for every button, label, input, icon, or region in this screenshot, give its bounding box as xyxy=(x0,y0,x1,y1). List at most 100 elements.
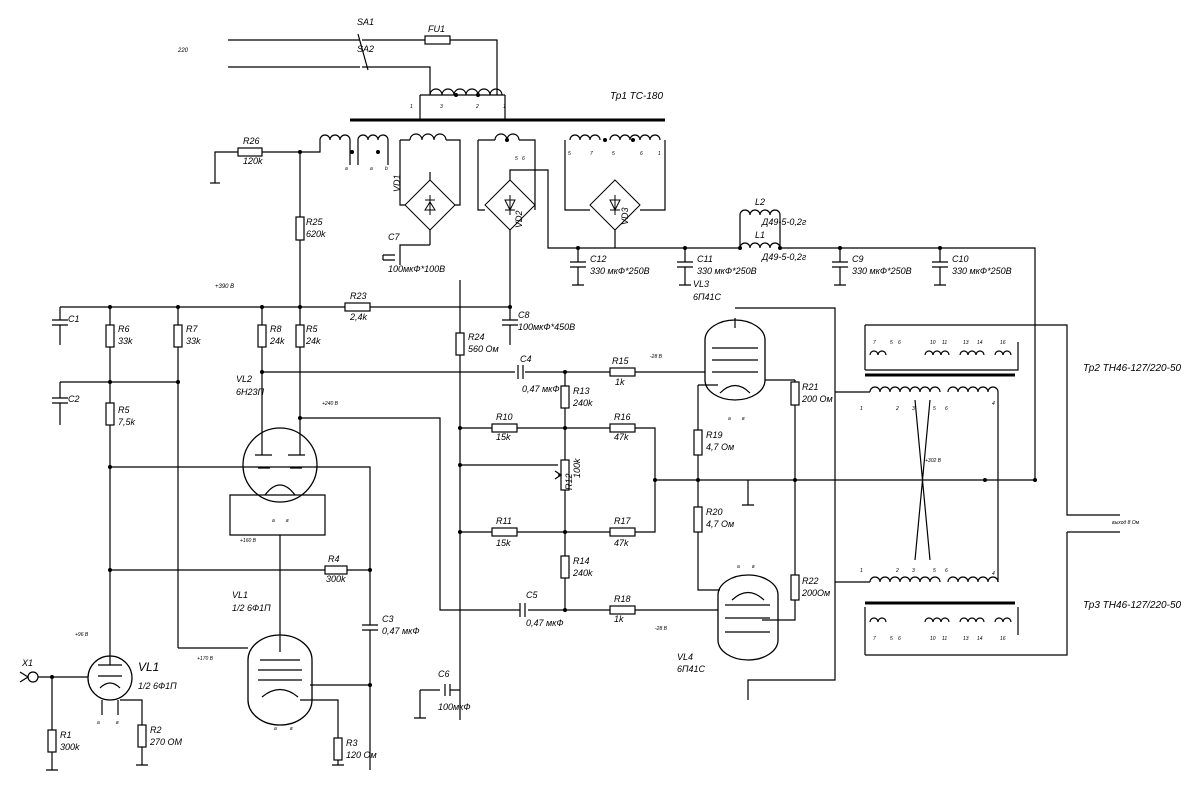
svg-text:330 мкФ*250В: 330 мкФ*250В xyxy=(852,266,912,276)
svg-text:1k: 1k xyxy=(615,377,625,387)
svg-text:100мкФ*100В: 100мкФ*100В xyxy=(388,264,445,274)
svg-text:в: в xyxy=(116,720,119,726)
resistor-r24 xyxy=(455,332,465,356)
svg-text:15k: 15k xyxy=(496,432,511,442)
svg-text:3: 3 xyxy=(912,568,915,574)
svg-text:1/2 6Ф1П: 1/2 6Ф1П xyxy=(138,681,177,691)
svg-text:R7: R7 xyxy=(186,324,198,334)
mains-section: 220 SA1 SA2 FU1 1 3 2 1 Тр1 ТС-180 xyxy=(177,17,665,122)
svg-text:+390 В: +390 В xyxy=(215,284,234,290)
svg-text:-28 В: -28 В xyxy=(655,626,668,632)
svg-text:+302 В: +302 В xyxy=(925,458,942,464)
svg-text:5: 5 xyxy=(933,406,936,412)
svg-text:R24: R24 xyxy=(468,332,485,342)
tr2-label: Тр2 ТН46-127/220-50 xyxy=(1083,363,1182,374)
svg-text:6: 6 xyxy=(945,568,948,574)
resistor-r26 xyxy=(237,147,263,157)
svg-text:6Н23П: 6Н23П xyxy=(236,387,265,397)
svg-text:VL1: VL1 xyxy=(232,590,248,600)
resistor-r2 xyxy=(137,724,147,748)
svg-text:15k: 15k xyxy=(496,538,511,548)
resistor-r8 xyxy=(257,324,267,348)
svg-text:C10: C10 xyxy=(952,254,969,264)
svg-text:R5: R5 xyxy=(118,405,130,415)
svg-text:VL1: VL1 xyxy=(138,660,159,674)
svg-text:R11: R11 xyxy=(496,516,512,526)
svg-text:VD2: VD2 xyxy=(514,210,524,228)
svg-text:13: 13 xyxy=(963,636,969,642)
svg-text:100мкФ: 100мкФ xyxy=(438,702,471,712)
svg-text:R25: R25 xyxy=(306,217,324,227)
sa1-label: SA1 xyxy=(357,17,374,27)
svg-text:R22: R22 xyxy=(802,576,819,586)
resistor-r5a xyxy=(105,402,115,426)
svg-text:10: 10 xyxy=(930,636,936,642)
svg-text:24k: 24k xyxy=(305,336,321,346)
output-label: выход 8 Ом xyxy=(1112,520,1140,526)
svg-text:300k: 300k xyxy=(60,742,80,752)
svg-text:1k: 1k xyxy=(614,614,624,624)
svg-text:5: 5 xyxy=(568,151,571,157)
svg-text:R3: R3 xyxy=(346,738,358,748)
resistor-r1 xyxy=(47,729,57,753)
svg-text:R4: R4 xyxy=(328,554,340,564)
svg-text:47k: 47k xyxy=(614,432,629,442)
svg-text:VL3: VL3 xyxy=(693,279,709,289)
svg-text:C6: C6 xyxy=(438,669,450,679)
svg-text:4,7 Ом: 4,7 Ом xyxy=(706,519,734,529)
resistor-r19 xyxy=(693,429,703,456)
input-stage: C1 C2 R6 33k R5 7,5k R7 33k +96 В +170 В… xyxy=(19,307,214,771)
sa2-label: SA2 xyxy=(357,44,374,54)
svg-text:2: 2 xyxy=(895,406,899,412)
svg-text:200Ом: 200Ом xyxy=(801,588,830,598)
svg-text:33k: 33k xyxy=(118,336,133,346)
resistor-r15 xyxy=(609,367,636,377)
svg-text:R14: R14 xyxy=(573,556,590,566)
resistor-r6 xyxy=(105,324,115,348)
resistor-r25 xyxy=(295,216,305,241)
svg-text:C1: C1 xyxy=(68,314,80,324)
svg-text:6: 6 xyxy=(898,636,901,642)
tube-vl4 xyxy=(717,574,779,661)
svg-text:24k: 24k xyxy=(269,336,285,346)
resistor-r13 xyxy=(560,385,570,409)
svg-text:620k: 620k xyxy=(306,229,326,239)
svg-text:R16: R16 xyxy=(614,412,631,422)
svg-text:200 Ом: 200 Ом xyxy=(801,394,833,404)
svg-text:C8: C8 xyxy=(518,310,530,320)
svg-text:2: 2 xyxy=(475,104,479,110)
svg-text:33k: 33k xyxy=(186,336,201,346)
svg-text:11: 11 xyxy=(942,636,947,642)
fuse-fu1 xyxy=(424,35,451,45)
svg-text:3: 3 xyxy=(440,104,443,110)
resistor-r5 xyxy=(295,324,305,348)
tube-vl2 xyxy=(242,427,318,503)
svg-text:14: 14 xyxy=(977,340,983,346)
resistor-r18 xyxy=(609,605,636,615)
resistor-r21 xyxy=(790,381,800,406)
mains-voltage-label: 220 xyxy=(177,48,189,54)
svg-text:в: в xyxy=(286,518,289,524)
svg-text:R23: R23 xyxy=(350,291,367,301)
resistor-r7 xyxy=(173,324,183,348)
bias-network: C4 0,47 мкФ R13 240k R15 1k -28 В R10 15… xyxy=(458,354,795,632)
resistor-r23 xyxy=(344,302,371,312)
svg-text:а: а xyxy=(97,720,100,726)
svg-text:1: 1 xyxy=(503,104,506,110)
svg-text:240k: 240k xyxy=(572,568,593,578)
input-jack-x1[interactable] xyxy=(27,671,39,683)
svg-text:47k: 47k xyxy=(614,538,629,548)
svg-text:R18: R18 xyxy=(614,594,631,604)
svg-text:R26: R26 xyxy=(243,136,260,146)
svg-text:560 Ом: 560 Ом xyxy=(468,344,499,354)
svg-text:120k: 120k xyxy=(243,156,263,166)
svg-text:270 ОМ: 270 ОМ xyxy=(149,737,183,747)
svg-text:R8: R8 xyxy=(270,324,282,334)
svg-text:а: а xyxy=(728,416,731,422)
svg-text:5: 5 xyxy=(515,156,518,162)
svg-text:11: 11 xyxy=(942,340,947,346)
svg-text:Д49-5-0,2г: Д49-5-0,2г xyxy=(761,252,807,262)
svg-text:L1: L1 xyxy=(755,230,765,240)
driver-stage: R8 24k R5 24k VL2 6Н23П +240 В а в +160 … xyxy=(110,307,718,770)
svg-text:+96 В: +96 В xyxy=(75,632,89,638)
